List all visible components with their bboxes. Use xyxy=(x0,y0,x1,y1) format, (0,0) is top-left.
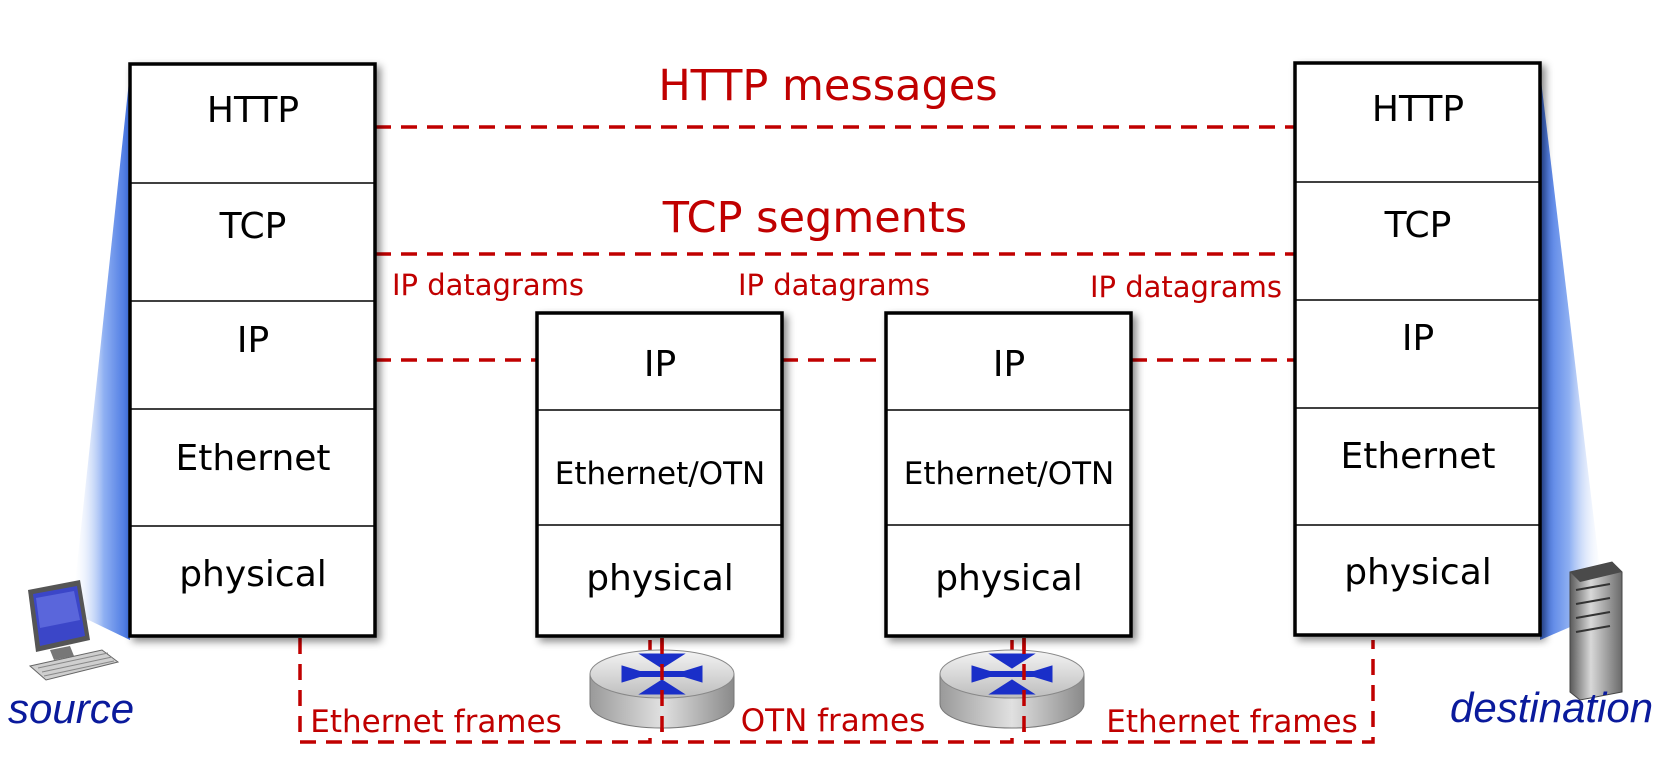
source-layer-ethernet: Ethernet xyxy=(175,438,330,479)
desktop-computer-icon xyxy=(28,580,120,681)
source-layer-physical: physical xyxy=(179,554,327,595)
destination-layer-ip: IP xyxy=(1402,318,1434,359)
otn-frames-label: OTN frames xyxy=(741,703,925,739)
router1-layer-ip: IP xyxy=(644,344,676,385)
source-glow xyxy=(72,72,130,640)
destination-caption: destination xyxy=(1450,684,1653,731)
router1-layer-physical: physical xyxy=(586,558,734,599)
router-icon xyxy=(939,649,1085,729)
destination-layer-physical: physical xyxy=(1344,552,1492,593)
http-messages-label: HTTP messages xyxy=(658,61,997,111)
ip-datagrams-label-2: IP datagrams xyxy=(738,268,930,302)
router2-layer-ip: IP xyxy=(993,344,1025,385)
ip-datagrams-label-1: IP datagrams xyxy=(392,268,584,302)
destination-layer-tcp: TCP xyxy=(1384,205,1452,246)
destination-glow xyxy=(1540,72,1605,640)
router1-protocol-stack xyxy=(535,311,784,638)
tcp-segments-label: TCP segments xyxy=(662,193,967,243)
router1-layer-ethernet-otn: Ethernet/OTN xyxy=(555,456,766,492)
server-tower-icon xyxy=(1569,561,1623,701)
source-protocol-stack xyxy=(128,62,377,638)
destination-layer-http: HTTP xyxy=(1372,89,1464,130)
source-layer-tcp: TCP xyxy=(219,206,287,247)
router2-layer-ethernet-otn: Ethernet/OTN xyxy=(904,456,1115,492)
router2-layer-physical: physical xyxy=(935,558,1083,599)
destination-layer-ethernet: Ethernet xyxy=(1340,436,1495,477)
router2-protocol-stack xyxy=(884,311,1133,638)
destination-protocol-stack xyxy=(1293,61,1542,637)
ethernet-frames-label-1: Ethernet frames xyxy=(310,704,561,740)
ethernet-frames-label-2: Ethernet frames xyxy=(1106,704,1357,740)
source-layer-ip: IP xyxy=(237,320,269,361)
ip-datagrams-label-3: IP datagrams xyxy=(1090,270,1282,304)
source-layer-http: HTTP xyxy=(207,90,299,131)
source-caption: source xyxy=(8,685,134,732)
